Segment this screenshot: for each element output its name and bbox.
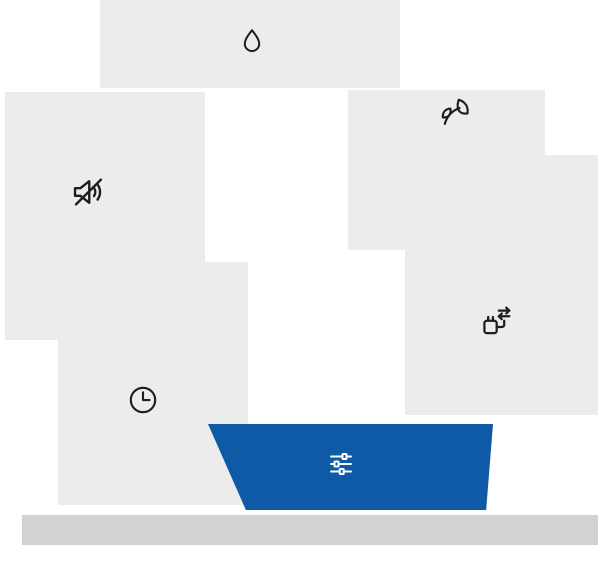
sliders-icon bbox=[330, 453, 352, 475]
tile-settings-accent[interactable] bbox=[208, 424, 493, 510]
plug-swap-icon bbox=[483, 306, 511, 335]
leaf-icon bbox=[441, 98, 469, 125]
clock-icon bbox=[129, 386, 157, 414]
water-drop-icon bbox=[243, 29, 261, 52]
bottom-bar bbox=[22, 515, 598, 545]
tile-water[interactable] bbox=[100, 0, 400, 88]
speaker-mute-icon bbox=[73, 178, 103, 206]
tile-power[interactable] bbox=[405, 155, 598, 415]
tile-clock[interactable] bbox=[58, 262, 248, 505]
